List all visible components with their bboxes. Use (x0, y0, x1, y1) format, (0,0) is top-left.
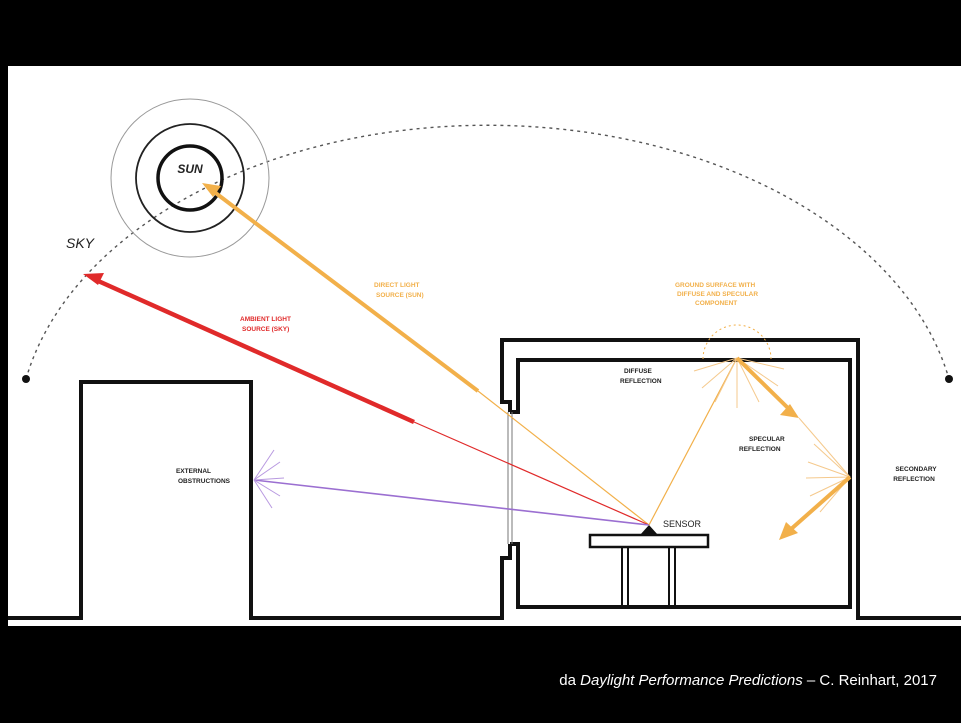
daylight-diagram: SUN SKY SENSOR DIRECT LIGHT SOURCE (SUN)… (8, 98, 961, 620)
building-inner-wall (510, 358, 852, 609)
credit-prefix: da (559, 672, 581, 689)
sensor-marker (640, 525, 658, 535)
ambient-source-label-line1: AMBIENT LIGHT (240, 316, 291, 323)
ground-surface-label-line1: GROUND SURFACE WITH (675, 282, 755, 289)
secondary-specular-ray (788, 475, 852, 532)
ambient-source-label-line2: SOURCE (SKY) (242, 326, 289, 333)
sky-label: SKY (66, 235, 96, 251)
diagram-canvas: SUN SKY SENSOR DIRECT LIGHT SOURCE (SUN)… (8, 66, 961, 626)
obstructions-label-line1: EXTERNAL (176, 468, 211, 475)
obstruction-scatter-fan (253, 449, 285, 509)
secondary-label-line1: SECONDARY (895, 466, 937, 473)
direct-source-label-line2: SOURCE (SUN) (376, 292, 424, 299)
specular-arrowhead (780, 404, 799, 418)
sky-dome-right-end (945, 375, 953, 383)
sky-dome-left-end (22, 375, 30, 383)
secondary-arrowhead (779, 522, 798, 540)
specular-continuation-ray (798, 417, 851, 478)
ambient-sky-thin-ray (413, 421, 650, 526)
ambient-sky-ray (95, 277, 415, 425)
sun-outer-ring (110, 98, 270, 258)
sun-middle-ring (135, 123, 245, 233)
sky-dome-arc (25, 124, 950, 380)
ground-surface-label-line2: DIFFUSE AND SPECULAR (677, 291, 758, 298)
ambient-sky-arrowhead (83, 273, 104, 285)
diffuse-label-line2: REFLECTION (620, 378, 662, 385)
specular-reflection-ray (735, 356, 792, 412)
diffuse-reflection-fan (693, 357, 785, 408)
secondary-label-line2: REFLECTION (893, 476, 935, 483)
direct-source-label-line1: DIRECT LIGHT (374, 282, 420, 289)
direct-sun-arrowhead (202, 183, 221, 197)
diffuse-label-line1: DIFFUSE (624, 368, 652, 375)
desk-top (588, 533, 710, 549)
obstructions-label-line2: OBSTRUCTIONS (178, 478, 231, 485)
specular-label-line2: REFLECTION (739, 446, 781, 453)
direct-sun-ray (211, 189, 480, 393)
building-outer-wall (500, 338, 961, 620)
ground-surface-label-line3: COMPONENT (695, 300, 737, 307)
obstruction-ray (253, 479, 650, 526)
ceiling-reflection-ray (648, 357, 738, 526)
source-credit: da Daylight Performance Predictions – C.… (559, 672, 937, 689)
direct-sun-thin-ray (477, 390, 650, 526)
sun-label: SUN (177, 162, 203, 176)
sensor-label: SENSOR (663, 519, 702, 529)
credit-title: Daylight Performance Predictions (580, 672, 803, 689)
credit-suffix: – C. Reinhart, 2017 (802, 672, 937, 689)
sun-core-ring (156, 144, 224, 212)
ground-and-obstruction-outline (8, 380, 512, 620)
secondary-reflection-fan (805, 443, 851, 513)
specular-label-line1: SPECULAR (749, 436, 785, 443)
